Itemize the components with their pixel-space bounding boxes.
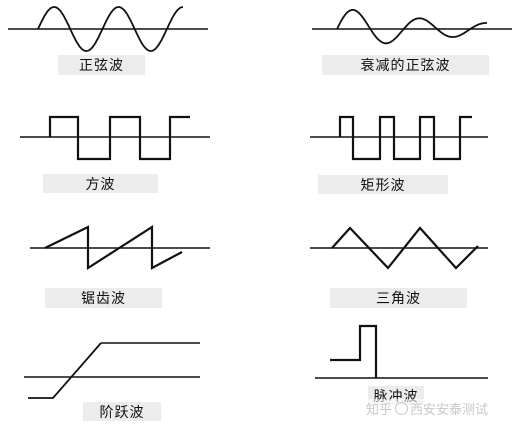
pulse-wave-panel xyxy=(315,324,488,379)
triangle-wave-line xyxy=(331,226,479,270)
square-wave-line xyxy=(48,115,190,161)
watermark: 知乎 西安安泰测试 xyxy=(364,399,491,418)
sine-curve xyxy=(37,6,184,52)
pulse-wave-line xyxy=(330,324,378,378)
rectangular-wave-label: 矩形波 xyxy=(318,175,448,194)
rectangular-wave-line xyxy=(338,115,472,161)
step-wave-line xyxy=(28,342,102,399)
sine-wave-panel xyxy=(8,6,208,52)
step-wave-label: 阶跃波 xyxy=(83,402,161,421)
damped-sine-wave-label: 衰减的正弦波 xyxy=(322,55,489,75)
sawtooth-wave-line xyxy=(44,224,183,271)
rectangular-wave-panel xyxy=(310,115,488,161)
square-wave-panel xyxy=(20,115,210,161)
triangle-wave-panel xyxy=(310,226,488,270)
sawtooth-wave-panel xyxy=(30,224,210,271)
sawtooth-wave-label: 锯齿波 xyxy=(45,288,162,308)
watermark-prefix: 知乎 xyxy=(366,403,393,418)
sine-wave-label: 正弦波 xyxy=(58,55,145,75)
triangle-wave-label: 三角波 xyxy=(330,288,467,308)
damped-sine-curve xyxy=(336,9,487,45)
step-wave-panel xyxy=(24,342,200,399)
zhihu-at-icon xyxy=(395,402,409,415)
square-wave-label: 方波 xyxy=(43,174,158,193)
damped-sine-panel xyxy=(312,9,512,45)
watermark-name: 西安安泰测试 xyxy=(410,403,489,418)
